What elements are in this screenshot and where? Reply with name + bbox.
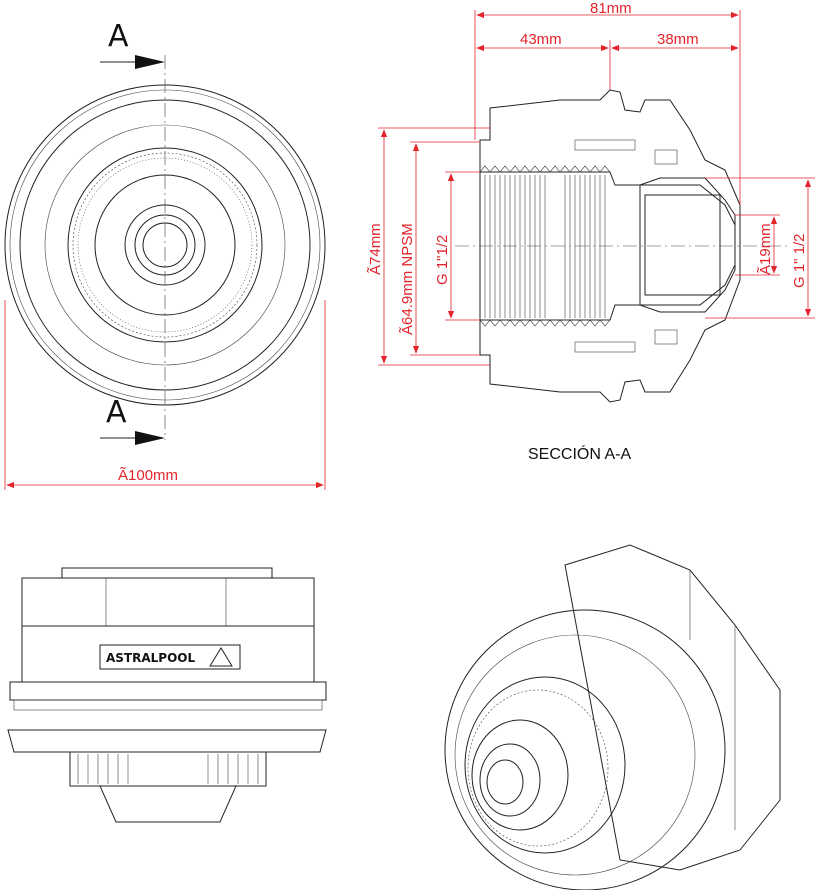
section-view: 81mm 43mm 38mm Ã74mm Ã64.9mm NPSM G 1"1/… (367, 0, 815, 463)
iso-knurl-ring (464, 676, 626, 854)
iso-flange (444, 609, 726, 890)
section-body (479, 89, 741, 403)
brand-logo-icon (209, 647, 233, 667)
length-right-label: 38mm (657, 31, 699, 48)
outer-diameter-label: Ã74mm (367, 223, 384, 275)
isometric-view (444, 544, 781, 890)
npsm-diameter-label: Ã64.9mm NPSM (399, 223, 416, 335)
overall-length-label: 81mm (590, 0, 632, 17)
section-arrow-bottom (135, 431, 165, 445)
length-left-label: 43mm (520, 31, 562, 48)
section-mark-bottom: A (106, 395, 127, 430)
thread-right-label: G 1" 1/2 (791, 233, 808, 288)
side-view: ASTRALPOOL (7, 567, 327, 823)
thread-left-label: G 1"1/2 (434, 235, 451, 285)
section-title: SECCIÓN A-A (528, 444, 631, 463)
section-arrow-top (135, 55, 165, 69)
brand-plate (99, 644, 241, 670)
iso-nozzle (479, 743, 541, 817)
internal-thread (479, 165, 611, 327)
nozzle-cap (99, 785, 237, 823)
nozzle-diameter-label: Ã19mm (757, 223, 774, 275)
nozzle-ball (639, 184, 736, 306)
front-diameter-label: Ã100mm (118, 467, 178, 484)
front-view: A A Ã100mm (4, 19, 326, 490)
knurled-ring (69, 751, 267, 787)
brand-logo-text: ASTRALPOOL (106, 651, 195, 665)
iso-hex-body (564, 544, 781, 871)
thread-lines (484, 175, 606, 318)
knurl-lines (77, 754, 259, 784)
flange (7, 729, 327, 753)
section-mark-top: A (108, 19, 129, 54)
